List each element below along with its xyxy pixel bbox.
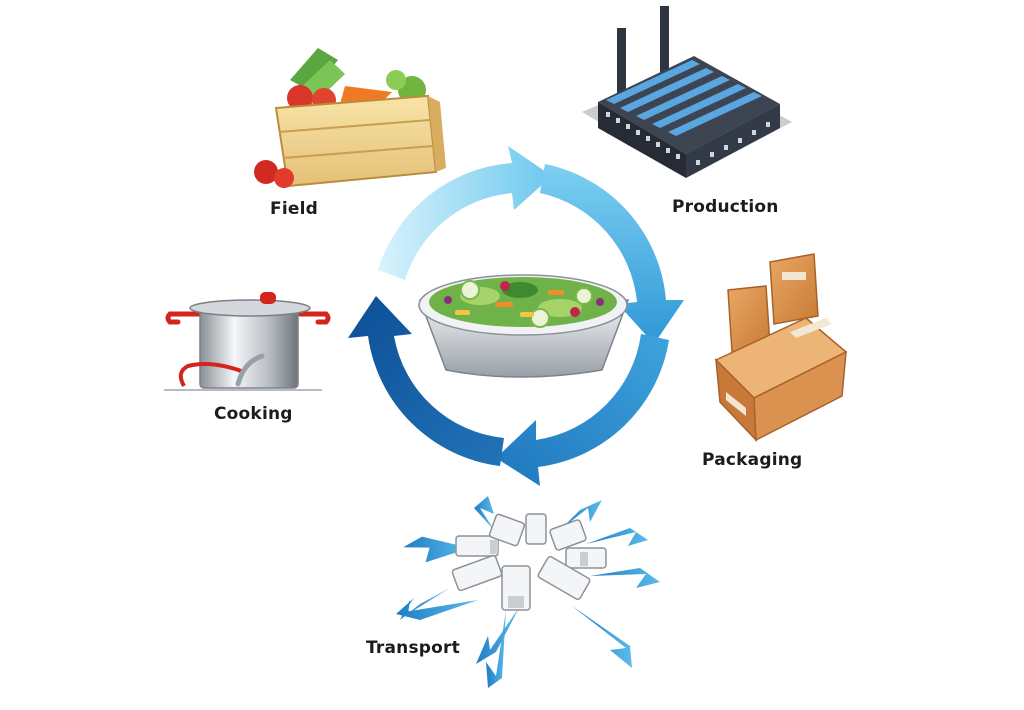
cooking-pot-icon: [164, 292, 328, 390]
label-field: Field: [270, 199, 318, 219]
delivery-trucks-icon: [396, 496, 660, 688]
cardboard-boxes-icon: [716, 254, 846, 440]
salad-tray-icon: [419, 275, 628, 377]
label-packaging: Packaging: [702, 450, 802, 470]
vegetable-crate-icon: [254, 48, 446, 188]
label-production: Production: [672, 197, 779, 217]
label-cooking: Cooking: [214, 404, 293, 424]
label-transport: Transport: [366, 638, 460, 658]
factory-icon: [582, 6, 792, 178]
